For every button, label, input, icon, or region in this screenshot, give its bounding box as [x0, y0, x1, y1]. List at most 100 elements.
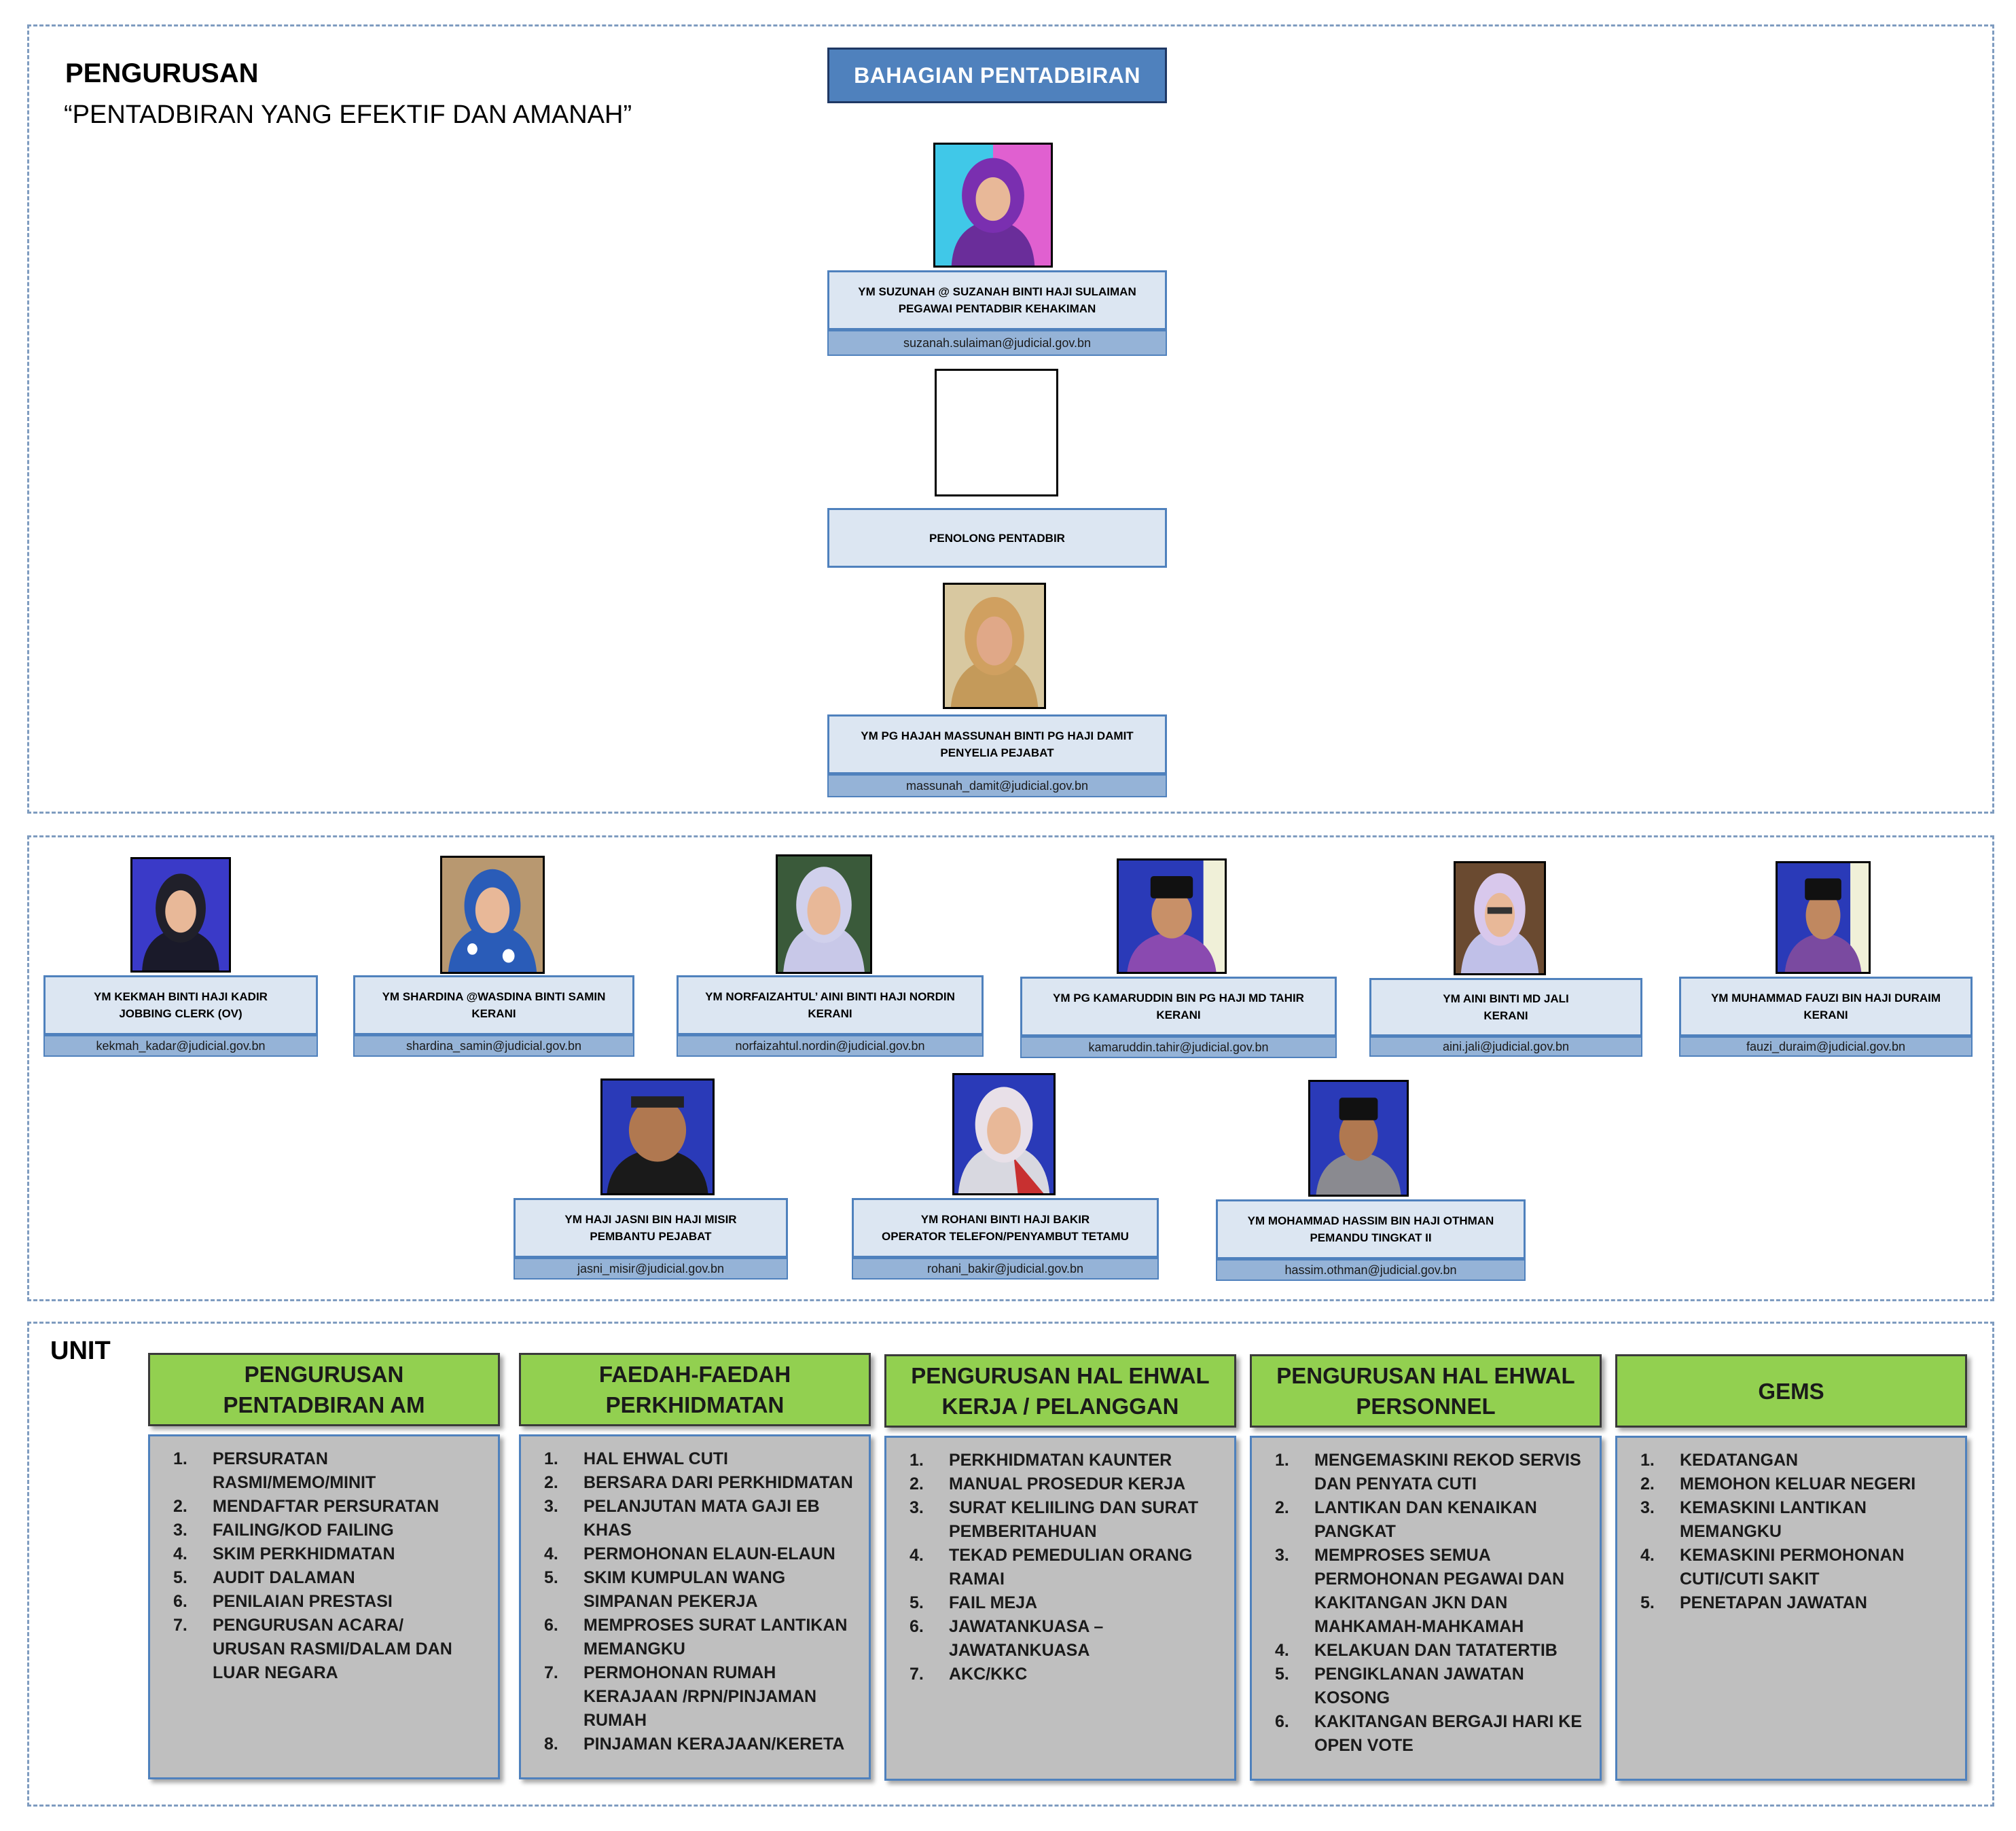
email-norfaizahtul[interactable]: norfaizahtul.nordin@judicial.gov.bn — [677, 1035, 984, 1057]
person-title: KERANI — [1483, 1009, 1528, 1022]
photo-rohani — [952, 1073, 1056, 1195]
list-item: 7.PENGURUSAN ACARA/URUSAN RASMI/DALAM DA… — [173, 1616, 452, 1682]
name-card-rohani: YM ROHANI BINTI HAJI BAKIR OPERATOR TELE… — [852, 1198, 1159, 1258]
unit-section-label: UNIT — [50, 1337, 111, 1365]
person-name: YM KEKMAH BINTI HAJI KADIR — [94, 990, 268, 1003]
unit-header-personnel: PENGURUSAN HAL EHWAL PERSONNEL — [1250, 1354, 1602, 1428]
person-name: YM ROHANI BINTI HAJI BAKIR — [920, 1213, 1090, 1226]
list-item: 4.PERMOHONAN ELAUN-ELAUN — [544, 1544, 835, 1563]
unit-header-pentadbiran-am: PENGURUSAN PENTADBIRAN AM — [148, 1353, 500, 1426]
list-item: 2.MEMOHON KELUAR NEGERI — [1640, 1474, 1916, 1493]
person-name: YM PG KAMARUDDIN BIN PG HAJI MD TAHIR — [1053, 992, 1304, 1004]
section-motto: “PENTADBIRAN YANG EFEKTIF DAN AMANAH” — [64, 101, 632, 129]
unit-section-frame — [27, 1322, 1994, 1807]
list-item: 2.MANUAL PROSEDUR KERJA — [910, 1474, 1186, 1493]
person-title: KERANI — [1803, 1009, 1848, 1021]
person-title: PENOLONG PENTADBIR — [929, 531, 1065, 545]
email-kekmah[interactable]: kekmah_kadar@judicial.gov.bn — [43, 1035, 318, 1057]
email-massunah[interactable]: massunah_damit@judicial.gov.bn — [827, 774, 1167, 797]
name-card-hassim: YM MOHAMMAD HASSIM BIN HAJI OTHMAN PEMAN… — [1216, 1199, 1526, 1259]
email-fauzi[interactable]: fauzi_duraim@judicial.gov.bn — [1679, 1036, 1973, 1057]
list-item: 3.FAILING/KOD FAILING — [173, 1521, 394, 1540]
list-item: 2.BERSARA DARI PERKHIDMATAN — [544, 1473, 853, 1492]
list-item: 6.PENILAIAN PRESTASI — [173, 1592, 393, 1611]
list-item: 5.FAIL MEJA — [910, 1593, 1038, 1612]
photo-aini — [1454, 861, 1546, 975]
photo-kekmah — [130, 857, 231, 973]
list-item: 8.PINJAMAN KERAJAAN/KERETA — [544, 1735, 845, 1754]
list-item: 1.KEDATANGAN — [1640, 1451, 1799, 1470]
person-title: KERANI — [1156, 1009, 1201, 1021]
name-card-penolong-pentadbir: PENOLONG PENTADBIR — [827, 508, 1167, 568]
email-rohani[interactable]: rohani_bakir@judicial.gov.bn — [852, 1258, 1159, 1280]
email-suzanah[interactable]: suzanah.sulaiman@judicial.gov.bn — [827, 330, 1167, 356]
person-title: KERANI — [808, 1007, 852, 1020]
list-item: 1.PERKHIDMATAN KAUNTER — [910, 1451, 1172, 1470]
name-card-kamaruddin: YM PG KAMARUDDIN BIN PG HAJI MD TAHIR KE… — [1020, 977, 1337, 1036]
unit-header-gems: GEMS — [1615, 1354, 1967, 1428]
photo-hassim — [1308, 1080, 1409, 1197]
photo-jasni — [600, 1078, 715, 1195]
name-card-jasni: YM HAJI JASNI BIN HAJI MISIR PEMBANTU PE… — [514, 1198, 788, 1258]
person-name: YM NORFAIZAHTUL’ AINI BINTI HAJI NORDIN — [705, 990, 955, 1003]
list-item: 6.JAWATANKUASA –JAWATANKUASA — [910, 1617, 1104, 1660]
photo-placeholder-penolong — [935, 369, 1058, 496]
list-item: 4.SKIM PERKHIDMATAN — [173, 1544, 395, 1563]
staff-section-frame — [27, 835, 1994, 1301]
person-name: YM HAJI JASNI BIN HAJI MISIR — [564, 1213, 737, 1226]
person-title: PEGAWAI PENTADBIR KEHAKIMAN — [898, 302, 1096, 315]
person-title: KERANI — [471, 1007, 516, 1020]
management-section-frame — [27, 24, 1994, 814]
unit-list-gems: 1.KEDATANGAN 2.MEMOHON KELUAR NEGERI 3.K… — [1615, 1436, 1967, 1781]
unit-list-faedah-perkhidmatan: 1.HAL EHWAL CUTI 2.BERSARA DARI PERKHIDM… — [519, 1434, 871, 1779]
name-card-shardina: YM SHARDINA @WASDINA BINTI SAMIN KERANI — [353, 975, 634, 1035]
photo-norfaizahtul — [776, 854, 872, 974]
name-card-massunah: YM PG HAJAH MASSUNAH BINTI PG HAJI DAMIT… — [827, 714, 1167, 774]
photo-fauzi — [1776, 861, 1871, 974]
person-name: YM AINI BINTI MD JALI — [1443, 992, 1569, 1005]
person-title: OPERATOR TELEFON/PENYAMBUT TETAMU — [882, 1230, 1129, 1243]
unit-header-faedah-perkhidmatan: FAEDAH-FAEDAH PERKHIDMATAN — [519, 1353, 871, 1426]
list-item: 4.KELAKUAN DAN TATATERTIB — [1275, 1641, 1558, 1660]
email-hassim[interactable]: hassim.othman@judicial.gov.bn — [1216, 1259, 1526, 1281]
email-shardina[interactable]: shardina_samin@judicial.gov.bn — [353, 1035, 634, 1057]
person-title: PEMANDU TINGKAT II — [1310, 1231, 1432, 1244]
email-jasni[interactable]: jasni_misir@judicial.gov.bn — [514, 1258, 788, 1280]
list-item: 7.AKC/KKC — [910, 1665, 1028, 1684]
person-title: JOBBING CLERK (OV) — [119, 1007, 242, 1020]
list-item: 1.HAL EHWAL CUTI — [544, 1449, 728, 1468]
name-card-fauzi: YM MUHAMMAD FAUZI BIN HAJI DURAIM KERANI — [1679, 977, 1973, 1036]
person-title: PEMBANTU PEJABAT — [590, 1230, 712, 1243]
list-item: 2.MENDAFTAR PERSURATAN — [173, 1497, 439, 1516]
photo-suzanah — [933, 143, 1053, 268]
section-title: PENGURUSAN — [65, 58, 259, 88]
photo-massunah — [943, 583, 1046, 709]
list-item: 5.PENETAPAN JAWATAN — [1640, 1593, 1867, 1612]
unit-header-kerja-pelanggan: PENGURUSAN HAL EHWAL KERJA / PELANGGAN — [884, 1354, 1236, 1428]
person-title: PENYELIA PEJABAT — [940, 746, 1054, 759]
photo-kamaruddin — [1117, 858, 1227, 974]
photo-shardina — [440, 856, 545, 974]
email-aini[interactable]: aini.jali@judicial.gov.bn — [1369, 1036, 1642, 1057]
name-card-norfaizahtul: YM NORFAIZAHTUL’ AINI BINTI HAJI NORDIN … — [677, 975, 984, 1035]
name-card-kekmah: YM KEKMAH BINTI HAJI KADIR JOBBING CLERK… — [43, 975, 318, 1035]
name-card-aini: YM AINI BINTI MD JALI KERANI — [1369, 978, 1642, 1036]
email-kamaruddin[interactable]: kamaruddin.tahir@judicial.gov.bn — [1020, 1036, 1337, 1058]
department-title: BAHAGIAN PENTADBIRAN — [827, 48, 1167, 103]
